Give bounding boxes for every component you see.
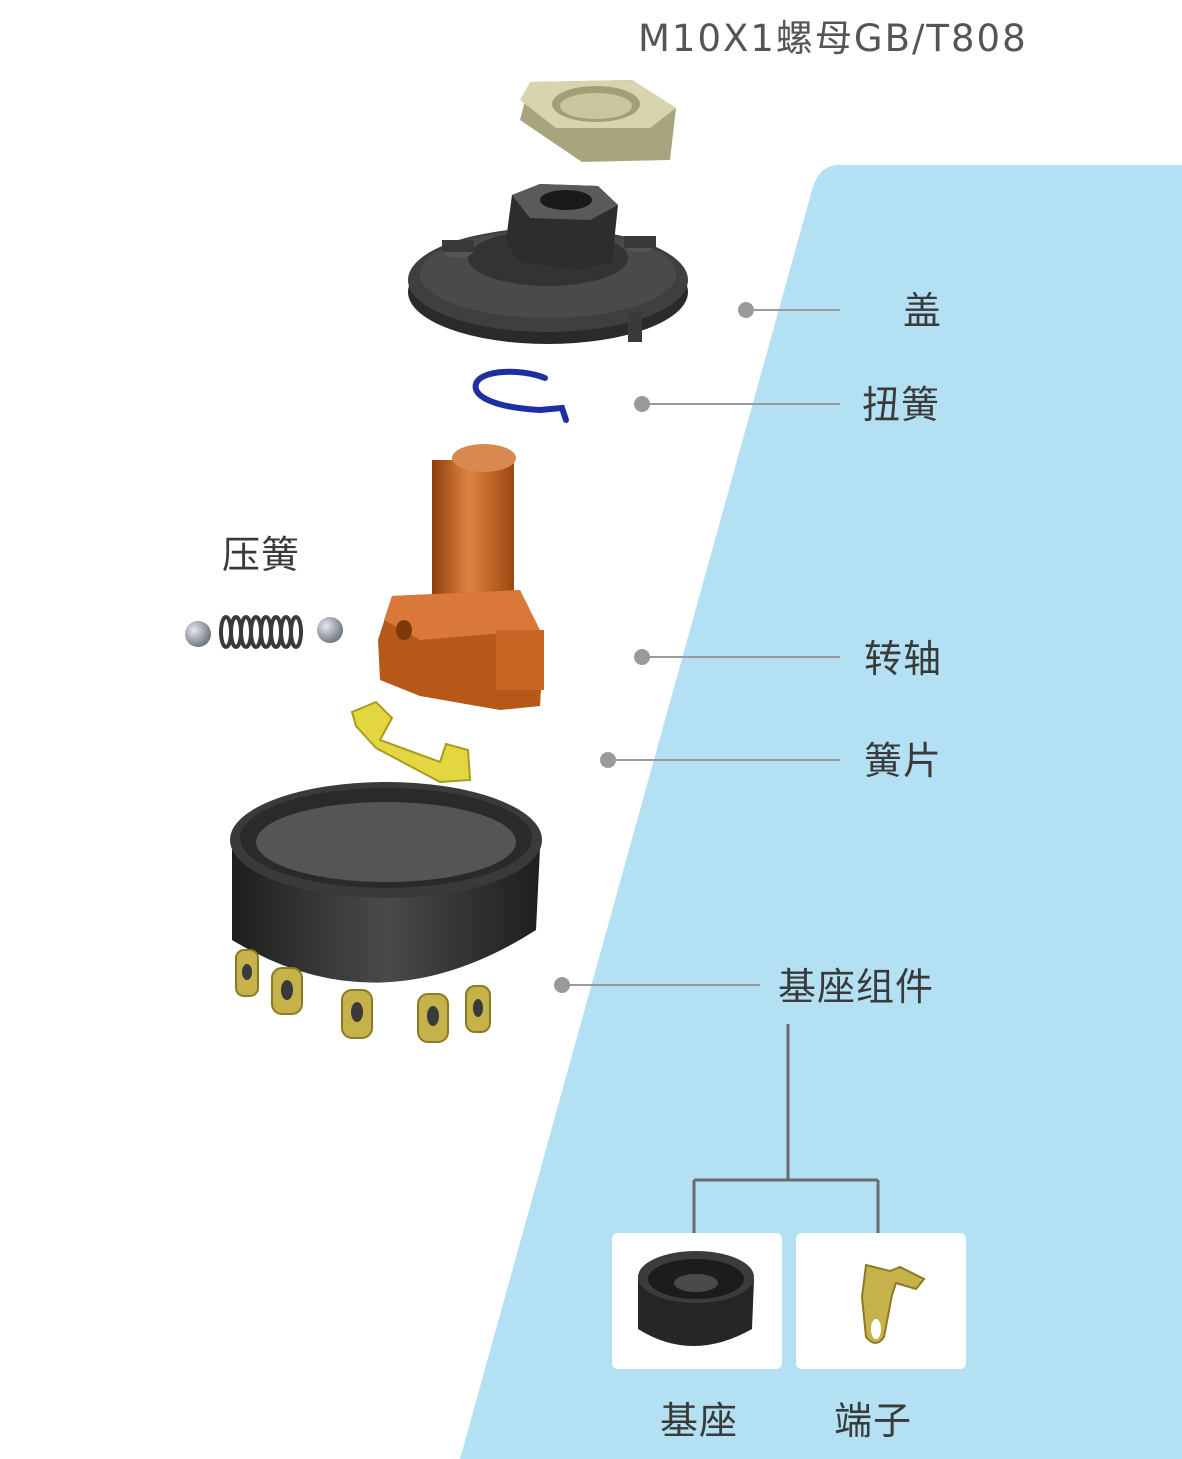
label-shaft: 转轴 [864,637,943,681]
base-thumbnail-image [638,1251,754,1346]
cover-part [408,184,688,344]
label-spring-leaf: 簧片 [864,739,943,783]
spring-leaf-part [350,700,472,784]
leader-shaft [634,649,840,665]
compression-spring-part [185,615,343,649]
nut-part [520,80,676,162]
torsion-spring-part [472,368,569,423]
base-assembly-part [230,782,542,1043]
nut-title: M10X1螺母GB/T808 [638,17,1028,60]
terminal-thumbnail-image [860,1263,926,1344]
label-cover: 盖 [903,289,943,333]
background-panel [460,165,1182,1459]
label-terminal: 端子 [834,1399,913,1443]
terminal-thumbnail-card [796,1233,966,1369]
leader-base-assembly [554,977,760,993]
label-base: 基座 [660,1399,739,1443]
label-compression-spring: 压簧 [222,533,301,577]
leader-torsion-spring [634,396,840,412]
base-thumbnail-card [612,1233,782,1369]
shaft-part [378,444,544,710]
leader-spring-leaf [600,752,840,768]
leader-cover [738,302,840,318]
label-base-assembly: 基座组件 [778,965,935,1009]
tree-connector [692,1024,880,1233]
label-torsion-spring: 扭簧 [862,383,941,427]
